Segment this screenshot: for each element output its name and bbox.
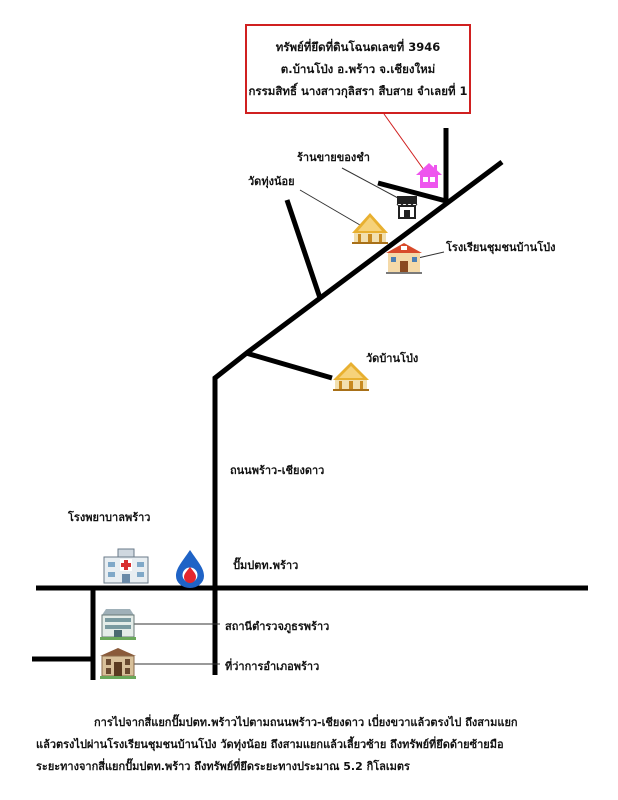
road-to-wat-thung-noi — [284, 199, 323, 299]
map — [32, 113, 588, 680]
label-road: ถนนพร้าว-เชียงดาว — [230, 464, 325, 477]
label-district-office: ที่ว่าการอำเภอพร้าว — [225, 660, 320, 673]
label-temple-thung-noi: วัดทุ่งน้อย — [248, 175, 295, 188]
property-callout: ทรัพย์ที่ยึดที่ดินโฉนดเลขที่ 3946 ต.บ้าน… — [245, 24, 471, 114]
label-police: สถานีตำรวจภูธรพร้าว — [225, 620, 330, 633]
description-line-3: ระยะทางจากสี่แยกปั๊มปตท.พร้าว ถึงทรัพย์ท… — [36, 760, 410, 773]
property-line-3: กรรมสิทธิ์ นางสาวกุลิสรา สืบสาย จำเลยที่… — [248, 84, 468, 98]
description-line-1: การไปจากสี่แยกปั๊มปตท.พร้าวไปตามถนนพร้าว… — [94, 716, 518, 729]
temple-icon — [333, 362, 369, 391]
shop-leader — [341, 167, 399, 199]
property-line-2: ต.บ้านโป่ง อ.พร้าว จ.เชียงใหม่ — [280, 62, 436, 76]
main-road-prao-chiangdao — [212, 159, 504, 675]
roads — [32, 128, 588, 680]
road-to-wat-ban-pong — [245, 350, 333, 381]
police-station-icon — [100, 609, 136, 640]
road-near-shop — [377, 180, 447, 204]
label-shop: ร้านขายของชำ — [297, 151, 370, 164]
gas-station-icon — [176, 550, 204, 588]
temple-icon — [352, 213, 388, 244]
leader-lines — [132, 113, 445, 665]
district-office-icon — [100, 648, 136, 679]
shop-icon — [396, 196, 418, 219]
description-line-2: แล้วตรงไปผ่านโรงเรียนชุมชนบ้านโป่ง วัดทุ… — [36, 738, 504, 751]
route-description: การไปจากสี่แยกปั๊มปตท.พร้าวไปตามถนนพร้าว… — [36, 712, 586, 778]
property-line-1: ทรัพย์ที่ยึดที่ดินโฉนดเลขที่ 3946 — [275, 40, 441, 54]
label-gas-station: ปั๊มปตท.พร้าว — [233, 559, 299, 572]
temple-thung-noi-leader — [299, 189, 361, 226]
callout-arrow — [383, 113, 425, 171]
label-school: โรงเรียนชุมชนบ้านโป่ง — [446, 241, 556, 254]
school-icon — [386, 243, 422, 274]
house-icon — [416, 163, 442, 188]
label-temple-ban-pong: วัดบ้านโป่ง — [366, 352, 419, 365]
hospital-icon — [103, 548, 149, 584]
school-leader — [417, 251, 445, 259]
label-hospital: โรงพยาบาลพร้าว — [68, 511, 151, 524]
